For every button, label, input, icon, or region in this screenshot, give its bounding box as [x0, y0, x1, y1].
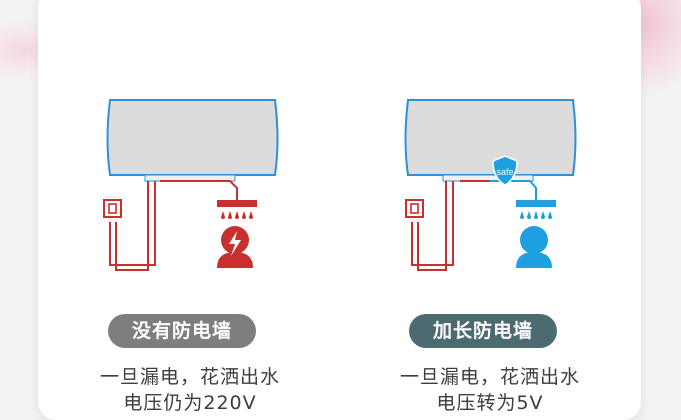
person-icon [516, 226, 552, 268]
illustration-without-wall [103, 99, 279, 271]
wall-socket-icon [405, 199, 424, 218]
badge-without-wall: 没有防电墙 [108, 314, 257, 348]
description-line2: 电压转为5V [436, 392, 544, 414]
wall-socket-icon [103, 199, 122, 218]
shield-icon: safe [492, 155, 518, 186]
shower-head-icon [217, 200, 257, 219]
panel-without-wall: 没有防电墙 一旦漏电，花洒出水 电压仍为220V [40, 0, 340, 414]
person-icon [217, 226, 253, 268]
description-line1: 一旦漏电，花洒出水 [99, 366, 280, 388]
description-line1: 一旦漏电，花洒出水 [399, 366, 580, 388]
shower-head-icon [516, 200, 556, 219]
description-without-wall: 一旦漏电，花洒出水 电压仍为220V [40, 364, 340, 416]
comparison-card [38, 0, 641, 420]
shield-label: safe [496, 167, 513, 177]
description-extended-wall: 一旦漏电，花洒出水 电压转为5V [340, 364, 640, 416]
badge-extended-wall: 加长防电墙 [409, 314, 558, 348]
water-heater-icon [106, 99, 279, 182]
illustration-extended-wall: safe [404, 99, 577, 271]
panel-extended-wall: safe 加长防电墙 一旦漏电，花洒出水 电压转为5V [340, 0, 640, 414]
lightning-icon [229, 231, 241, 256]
description-line2: 电压仍为220V [123, 392, 257, 414]
water-heater-icon [404, 99, 577, 182]
